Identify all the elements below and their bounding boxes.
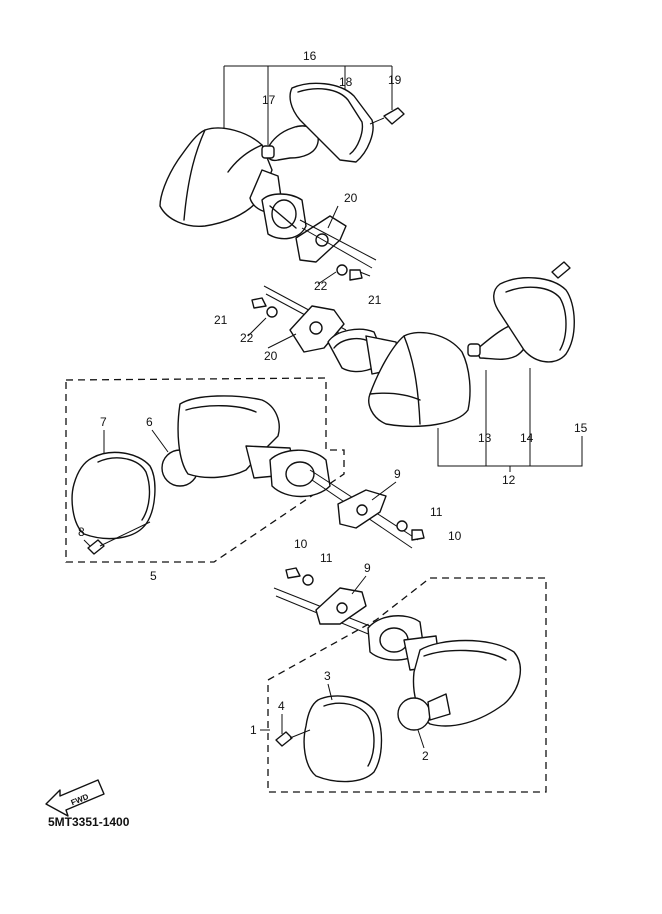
callout-9b: 9 xyxy=(364,561,371,575)
screw-19 xyxy=(383,107,405,125)
callout-13: 13 xyxy=(478,431,492,445)
leader-lines xyxy=(83,205,425,749)
gasket-9-lower xyxy=(315,587,367,625)
flasher-body-right xyxy=(368,331,471,427)
callout-21a: 21 xyxy=(368,293,382,307)
callout-5: 5 xyxy=(150,569,157,583)
socket-top xyxy=(261,193,307,240)
lens-7 xyxy=(71,451,156,540)
screw-15 xyxy=(551,261,571,279)
callout-15: 15 xyxy=(574,421,588,435)
gasket-9-upper xyxy=(337,489,387,529)
callout-6: 6 xyxy=(146,415,153,429)
callout-10a: 10 xyxy=(448,529,462,543)
bulb-2 xyxy=(397,697,431,731)
socket-front-left xyxy=(269,449,331,498)
nut-21-mid xyxy=(251,297,267,309)
callout-22a: 22 xyxy=(314,279,328,293)
washer-11-upper xyxy=(396,520,408,532)
callout-22b: 22 xyxy=(240,331,254,345)
callout-2: 2 xyxy=(422,749,429,763)
rear-left-flasher-assembly xyxy=(159,65,405,281)
washer-11-lower xyxy=(302,574,314,586)
part-code: 5MT3351-1400 xyxy=(48,815,130,829)
callout-3: 3 xyxy=(324,669,331,683)
lens-18 xyxy=(289,82,374,163)
screw-4 xyxy=(275,731,293,747)
callout-11b: 11 xyxy=(320,551,333,565)
rear-right-flasher-assembly xyxy=(251,261,583,472)
callout-14: 14 xyxy=(520,431,534,445)
nut-10-lower xyxy=(285,567,301,579)
callout-1: 1 xyxy=(250,723,257,737)
nut-21-top xyxy=(349,269,363,281)
callout-21b: 21 xyxy=(214,313,228,327)
flasher-body-top xyxy=(159,127,273,227)
callout-10b: 10 xyxy=(294,537,308,551)
nut-10-upper xyxy=(411,529,425,541)
callout-20a: 20 xyxy=(344,191,358,205)
callout-19: 19 xyxy=(388,73,402,87)
front-right-flasher-assembly xyxy=(267,567,547,793)
callout-20b: 20 xyxy=(264,349,278,363)
bulb-17 xyxy=(266,125,319,162)
callout-16: 16 xyxy=(303,49,317,63)
callout-17: 17 xyxy=(262,93,276,107)
callout-11a: 11 xyxy=(430,505,443,519)
callout-18: 18 xyxy=(339,75,353,89)
gasket-20-mid xyxy=(289,305,345,353)
washer-22-top xyxy=(336,264,348,276)
fwd-arrow-icon: FWD xyxy=(45,779,105,817)
screw-8 xyxy=(87,539,105,555)
callout-4: 4 xyxy=(278,699,285,713)
callout-8: 8 xyxy=(78,525,85,539)
washer-22-mid xyxy=(266,306,278,318)
callout-labels: 16 17 18 19 20 22 21 21 22 20 7 6 13 14 … xyxy=(78,49,588,763)
lens-3 xyxy=(303,695,383,783)
front-left-flasher-assembly xyxy=(65,377,425,563)
callout-9a: 9 xyxy=(394,467,401,481)
callout-7: 7 xyxy=(100,415,107,429)
callout-12: 12 xyxy=(502,473,516,487)
lens-14 xyxy=(493,277,575,363)
